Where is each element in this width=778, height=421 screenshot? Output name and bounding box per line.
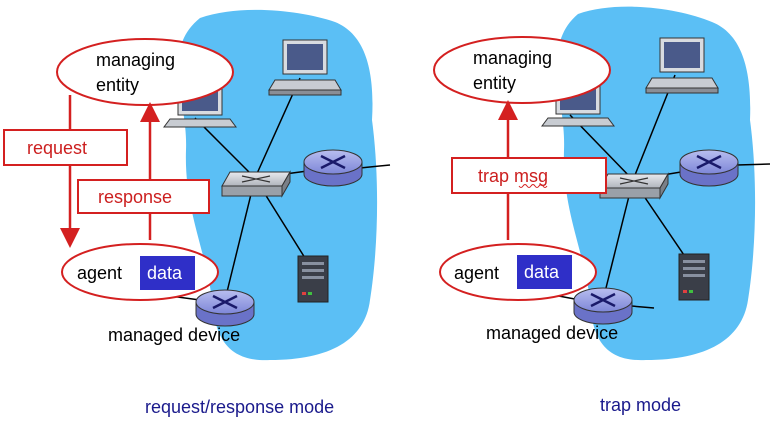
managed-device-label: managed device bbox=[108, 325, 240, 345]
panel-request-response: managing entity request response agent d… bbox=[3, 9, 391, 417]
managing-entity-label-line2: entity bbox=[473, 73, 516, 93]
agent-label: agent bbox=[77, 263, 122, 283]
agent-label: agent bbox=[454, 263, 499, 283]
workstation-icon bbox=[645, 37, 719, 94]
managed-device-label: managed device bbox=[486, 323, 618, 343]
managed-router-icon bbox=[573, 287, 633, 325]
server-icon bbox=[297, 255, 329, 303]
router-icon bbox=[679, 149, 739, 187]
managing-entity-label-line2: entity bbox=[96, 75, 139, 95]
panel-trap: managing entity trap msg agent data mana… bbox=[433, 6, 771, 415]
data-box bbox=[517, 255, 572, 289]
managing-entity-ellipse bbox=[56, 38, 234, 106]
managing-entity-label-line1: managing bbox=[96, 50, 175, 70]
switch-icon bbox=[221, 170, 291, 198]
data-box bbox=[140, 256, 195, 290]
spellcheck-squiggle bbox=[518, 184, 548, 188]
workstation-icon bbox=[268, 39, 342, 96]
server-icon bbox=[678, 253, 710, 301]
trap-msg-label: trap msg bbox=[478, 166, 548, 186]
switch-icon bbox=[599, 172, 669, 200]
managing-entity-ellipse bbox=[433, 36, 611, 104]
router-icon bbox=[303, 149, 363, 187]
request-box bbox=[3, 129, 128, 166]
data-label: data bbox=[524, 262, 560, 282]
response-box bbox=[77, 179, 210, 214]
managing-entity-label-line1: managing bbox=[473, 48, 552, 68]
managed-router-icon bbox=[195, 289, 255, 327]
mode-caption: request/response mode bbox=[145, 397, 334, 417]
data-label: data bbox=[147, 263, 183, 283]
mode-caption: trap mode bbox=[600, 395, 681, 415]
response-label: response bbox=[98, 187, 172, 207]
request-label: request bbox=[27, 138, 87, 158]
